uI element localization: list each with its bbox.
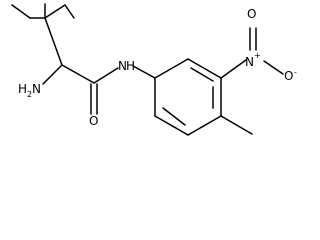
bond-alpha-nh2 [42,64,63,85]
nitro-o-double-label: O [247,7,256,21]
bond-nitro-right [263,60,284,75]
atom-nh: N H [118,59,135,73]
nitro-n-label: N [245,55,254,69]
nitro-o-charge: - [294,68,297,77]
nitro-n-charge: + [254,51,261,60]
atom-nh2: H 2 N [18,82,41,99]
bond-ethyl-ch3 [11,4,31,19]
bond-nh-ring [132,65,156,79]
amide-n-label: N [118,59,127,73]
amine-h-label: H [18,82,27,96]
ring-bond-2 [187,58,222,79]
bond-ring-methyl [220,115,253,135]
ring-double-bond-inner-left [162,107,186,126]
bonds [11,3,284,136]
ring-bond-5 [154,115,189,136]
bond-carbonyl-nh [93,67,119,84]
atom-labels: H 2 N N H O N + O O - [18,7,297,128]
amine-n-label: N [32,82,41,96]
carbonyl-o-label: O [89,114,98,128]
bond-ring-nitro [220,59,247,79]
bond-alpha-carbonyl [61,64,95,84]
ring-bond-1 [154,58,189,79]
bond-ethyl-terminal [64,4,75,19]
bond-branch-alpha [44,17,63,66]
amine-subscript: 2 [27,90,32,99]
ring-double-bond-inner-top [190,67,214,82]
nitro-o-single-label: O [284,69,293,83]
nitro-group: N + O O - [245,7,297,83]
chemical-structure: H 2 N N H O N + O O - [11,3,297,136]
bond-branch-ethyl [44,4,66,19]
ring-bond-4 [187,115,222,136]
amide-h-label: H [126,59,135,73]
